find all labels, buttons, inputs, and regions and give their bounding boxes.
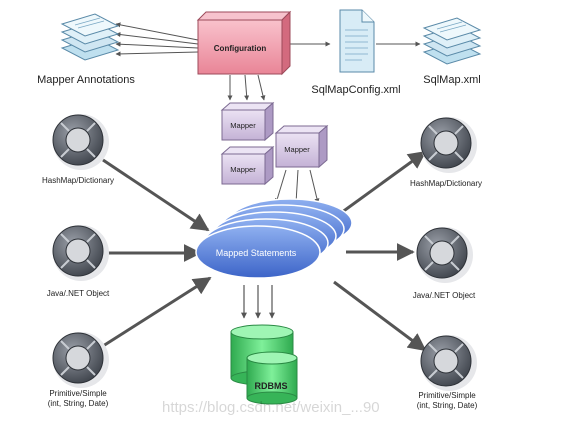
watermark: https://blog.csdn.net/weixin_...90 xyxy=(162,399,380,416)
output-object-label: Java/.NET Object xyxy=(413,291,476,300)
output-hashmap-icon xyxy=(420,117,477,173)
mapped-statements xyxy=(195,198,353,279)
input-primitive-label-line2: (int, String, Date) xyxy=(48,399,109,408)
mapper-box: Mapper xyxy=(220,101,275,142)
sqlmap-label: SqlMap.xml xyxy=(423,74,480,86)
arrow-config-to-annotations xyxy=(115,32,199,45)
mapper-label: Mapper xyxy=(230,165,256,174)
arrow-config-to-mapper xyxy=(244,74,250,101)
arrow-output-hashmap xyxy=(333,150,427,220)
arrow-output-primitive xyxy=(333,280,427,352)
input-hashmap-icon xyxy=(52,114,109,170)
input-primitive-icon xyxy=(52,332,109,388)
output-primitive-label-line1: Primitive/Simple xyxy=(418,391,476,400)
rdbms-icon xyxy=(230,324,298,405)
arrow-config-to-annotations xyxy=(115,51,199,57)
sqlmap-icon xyxy=(422,17,482,65)
input-hashmap-label: HashMap/Dictionary xyxy=(42,176,114,185)
arrow-config-to-annotations xyxy=(115,41,199,49)
sqlmapconfig-label: SqlMapConfig.xml xyxy=(311,84,400,96)
mapper-annotations-label: Mapper Annotations xyxy=(37,74,135,86)
configuration-label: Configuration xyxy=(214,44,267,53)
arrow-mapper-to-statements xyxy=(274,169,287,204)
mapped-statements-label: Mapped Statements xyxy=(216,248,297,258)
input-primitive-label-line1: Primitive/Simple xyxy=(49,389,107,398)
arrow-config-to-annotations xyxy=(115,22,199,41)
arrow-input-primitive xyxy=(102,276,212,348)
mapper-box: Mapper xyxy=(220,145,275,186)
arrow-mapper-to-statements xyxy=(293,169,299,204)
configuration-box xyxy=(196,10,292,76)
arrow-input-hashmap xyxy=(102,158,210,232)
mapper-label: Mapper xyxy=(284,145,310,154)
output-object-icon xyxy=(416,227,473,283)
rdbms-label: RDBMS xyxy=(255,381,288,391)
output-primitive-label-line2: (int, String, Date) xyxy=(417,401,478,410)
arrow-config-to-mapper xyxy=(257,74,266,101)
mapper-box: Mapper xyxy=(274,124,329,169)
mapper-annotations-icon xyxy=(60,13,120,61)
arrow-mapper-to-statements xyxy=(309,169,320,204)
input-object-icon xyxy=(52,225,109,281)
mapper-label: Mapper xyxy=(230,121,256,130)
output-hashmap-label: HashMap/Dictionary xyxy=(410,179,482,188)
connectors xyxy=(102,22,427,352)
output-primitive-icon xyxy=(420,335,477,391)
sqlmapconfig-icon xyxy=(339,9,375,73)
input-object-label: Java/.NET Object xyxy=(47,289,110,298)
